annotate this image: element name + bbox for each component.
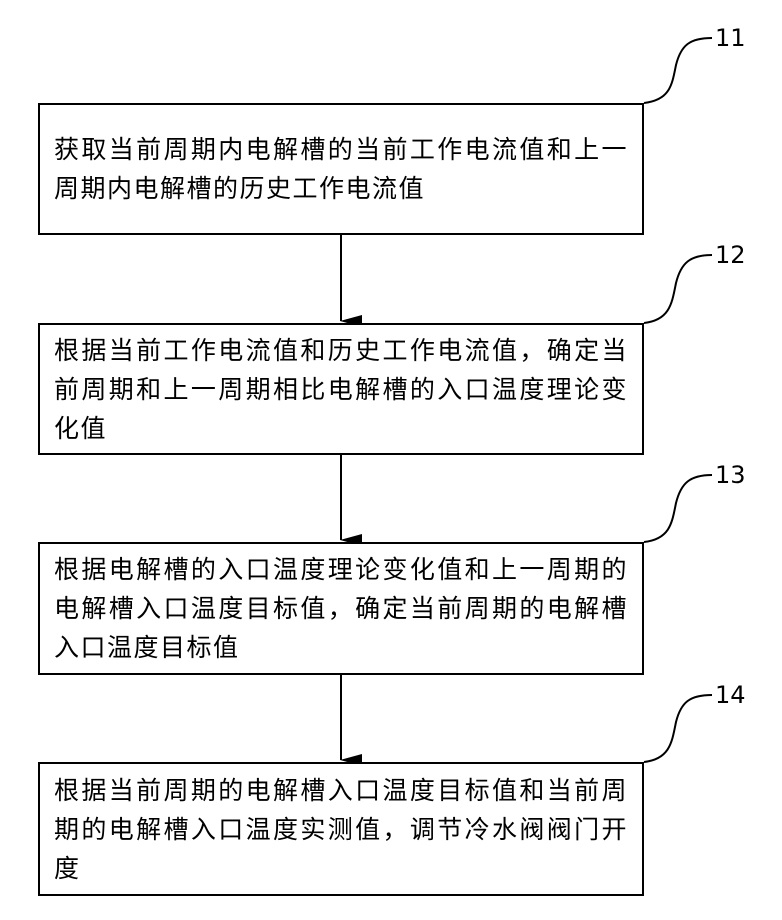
leader-line-13 — [644, 475, 712, 542]
step-text-11: 获取当前周期内电解槽的当前工作电流值和上一周期内电解槽的历史工作电流值 — [54, 130, 628, 208]
leader-line-11 — [644, 38, 712, 103]
leader-line-12 — [644, 255, 712, 323]
step-text-12: 根据当前工作电流值和历史工作电流值，确定当前周期和上一周期相比电解槽的入口温度理… — [54, 331, 628, 448]
step-text-14: 根据当前周期的电解槽入口温度目标值和当前周期的电解槽入口温度实测值，调节冷水阀阀… — [54, 771, 628, 888]
step-label-11: 11 — [715, 26, 746, 50]
leader-line-14 — [644, 695, 712, 762]
step-label-12: 12 — [715, 243, 746, 267]
step-box-11: 获取当前周期内电解槽的当前工作电流值和上一周期内电解槽的历史工作电流值 — [38, 103, 644, 235]
step-text-13: 根据电解槽的入口温度理论变化值和上一周期的电解槽入口温度目标值，确定当前周期的电… — [54, 550, 628, 667]
step-box-14: 根据当前周期的电解槽入口温度目标值和当前周期的电解槽入口温度实测值，调节冷水阀阀… — [38, 762, 644, 896]
step-box-12: 根据当前工作电流值和历史工作电流值，确定当前周期和上一周期相比电解槽的入口温度理… — [38, 323, 644, 455]
step-label-14: 14 — [715, 683, 746, 707]
step-box-13: 根据电解槽的入口温度理论变化值和上一周期的电解槽入口温度目标值，确定当前周期的电… — [38, 542, 644, 675]
step-label-13: 13 — [715, 463, 746, 487]
